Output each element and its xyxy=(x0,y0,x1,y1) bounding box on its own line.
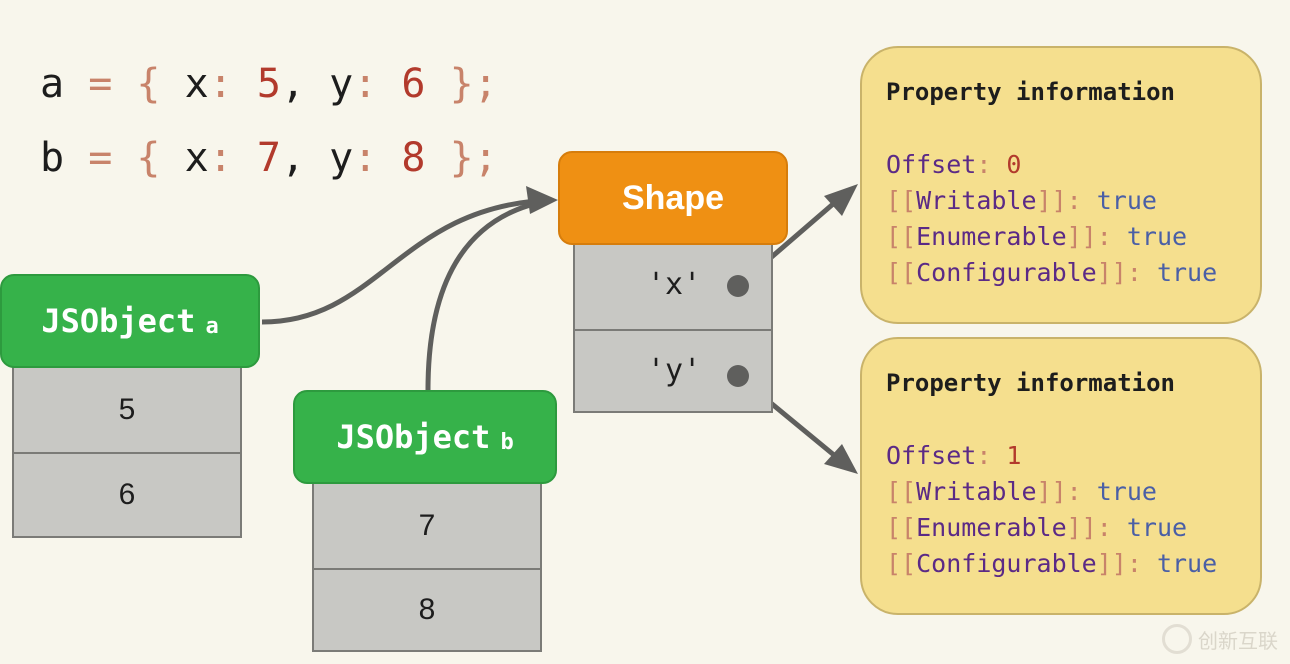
shape-label: Shape xyxy=(621,178,725,217)
code-key-y: y xyxy=(329,61,354,107)
code-equals: = xyxy=(88,61,113,107)
writable-value: true xyxy=(1096,477,1157,506)
code-key-x: x xyxy=(184,61,209,107)
shape-header: Shape xyxy=(558,151,788,245)
jsobject-b-label: JSObject xyxy=(336,418,491,456)
code-open-brace: { xyxy=(136,61,161,107)
slot-value: 5 xyxy=(118,393,136,426)
property-info-card-x: Property information Offset: 0 [[Writabl… xyxy=(860,46,1262,324)
pointer-dot-y xyxy=(727,365,749,387)
shape-key-y: 'y' xyxy=(647,353,702,388)
code-colon: : xyxy=(208,135,233,181)
enumerable-value: true xyxy=(1126,513,1188,542)
property-info-title: Property information xyxy=(886,369,1175,397)
enumerable-value: true xyxy=(1126,222,1188,251)
arrow-jsobject-b-to-shape xyxy=(425,197,553,391)
code-line-b: b = { x: 7, y: 8 }; xyxy=(40,134,498,182)
code-close-brace: }; xyxy=(449,61,498,107)
property-info-card-y: Property information Offset: 1 [[Writabl… xyxy=(860,337,1262,615)
code-comma: , xyxy=(280,61,306,107)
offset-value: 1 xyxy=(1006,441,1022,470)
watermark-text: 创新互联 xyxy=(1198,628,1278,653)
arrow-jsobject-a-to-shape xyxy=(261,197,553,325)
code-colon: : xyxy=(353,135,378,181)
enumerable-label: Enumerable xyxy=(916,513,1067,542)
code-colon: : xyxy=(353,61,378,107)
code-value-x: 5 xyxy=(256,61,281,107)
jsobject-a-subscript: a xyxy=(205,313,219,339)
configurable-line: [[Configurable]]: true xyxy=(886,549,1218,578)
arrowhead-property-info-2 xyxy=(824,444,858,474)
slot-value: 8 xyxy=(418,593,436,626)
watermark: 创新互联 xyxy=(1162,624,1278,654)
jsobject-b-slot-1: 8 xyxy=(312,568,542,652)
code-equals: = xyxy=(88,135,113,181)
configurable-label: Configurable xyxy=(916,258,1097,287)
jsobject-a-slot-1: 6 xyxy=(12,452,242,538)
offset-line: Offset: 1 xyxy=(886,441,1022,470)
jsobject-a-slot-0: 5 xyxy=(12,366,242,454)
enumerable-line: [[Enumerable]]: true xyxy=(886,513,1188,542)
code-colon: : xyxy=(208,61,233,107)
arrowhead-shape xyxy=(526,186,558,214)
code-value-y: 6 xyxy=(401,61,426,107)
writable-label: Writable xyxy=(916,186,1037,215)
configurable-label: Configurable xyxy=(916,549,1097,578)
watermark-logo-icon xyxy=(1162,624,1192,654)
writable-value: true xyxy=(1096,186,1157,215)
offset-value: 0 xyxy=(1006,150,1022,179)
code-comma: , xyxy=(280,135,306,181)
code-var-b: b xyxy=(40,135,65,181)
code-open-brace: { xyxy=(136,135,161,181)
offset-label: Offset xyxy=(886,441,977,470)
arrowhead-property-info-1 xyxy=(824,184,858,216)
code-key-x: x xyxy=(184,135,209,181)
configurable-line: [[Configurable]]: true xyxy=(886,258,1218,287)
slot-value: 6 xyxy=(118,478,136,511)
code-var-a: a xyxy=(40,61,65,107)
enumerable-line: [[Enumerable]]: true xyxy=(886,222,1188,251)
pointer-dot-x xyxy=(727,275,749,297)
offset-label: Offset xyxy=(886,150,977,179)
jsobject-b-subscript: b xyxy=(500,429,514,455)
code-value-x: 7 xyxy=(256,135,281,181)
code-close-brace: }; xyxy=(449,135,498,181)
jsobject-a-header: JSObject a xyxy=(0,274,260,368)
code-key-y: y xyxy=(329,135,354,181)
jsobject-b-slot-0: 7 xyxy=(312,482,542,570)
code-value-y: 8 xyxy=(401,135,426,181)
slot-value: 7 xyxy=(418,509,436,542)
configurable-value: true xyxy=(1156,549,1218,578)
offset-line: Offset: 0 xyxy=(886,150,1022,179)
configurable-value: true xyxy=(1156,258,1218,287)
writable-line: [[Writable]]: true xyxy=(886,186,1157,215)
property-info-title: Property information xyxy=(886,78,1175,106)
writable-line: [[Writable]]: true xyxy=(886,477,1157,506)
code-line-a: a = { x: 5, y: 6 }; xyxy=(40,60,498,108)
writable-label: Writable xyxy=(916,477,1037,506)
shape-key-x: 'x' xyxy=(647,267,702,302)
jsobject-b-header: JSObject b xyxy=(293,390,557,484)
enumerable-label: Enumerable xyxy=(916,222,1067,251)
jsobject-a-label: JSObject xyxy=(41,302,196,340)
